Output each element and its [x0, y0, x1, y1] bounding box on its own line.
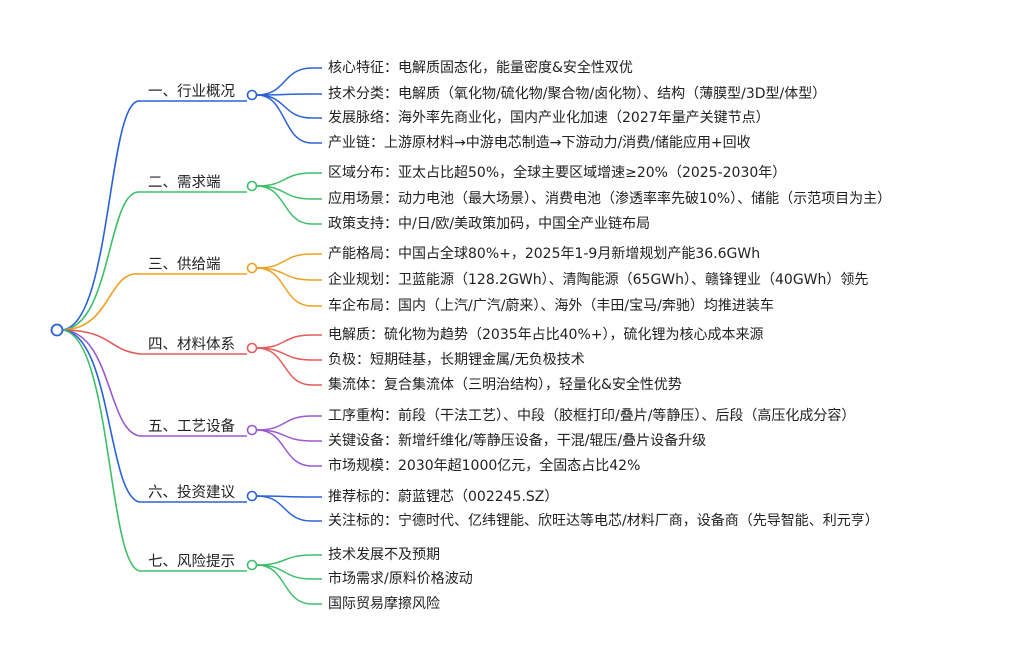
branch-node[interactable]: [246, 342, 258, 354]
child-node-label[interactable]: 产业链：上游原材料→中游电芯制造→下游动力/消费/储能应用+回收: [328, 135, 751, 151]
child-node-label[interactable]: 区域分布：亚太占比超50%，全球主要区域增速≥20%（2025-2030年）: [328, 165, 787, 181]
child-link: [256, 564, 322, 580]
branch-link: [60, 329, 247, 503]
branch-node-label[interactable]: 二、需求端: [148, 175, 221, 191]
child-node-label[interactable]: 应用场景：动力电池（最大场景）、消费电池（渗透率率先破10%）、储能（示范项目为…: [328, 191, 892, 207]
child-node-label[interactable]: 负极：短期硅基，长期锂金属/无负极技术: [328, 352, 585, 368]
child-node-label[interactable]: 企业规划：卫蓝能源（128.2GWh）、清陶能源（65GWh）、赣锋锂业（40G…: [328, 272, 869, 288]
child-node-label[interactable]: 市场需求/原料价格波动: [328, 571, 473, 587]
child-node-label[interactable]: 推荐标的：蔚蓝锂芯（002245.SZ）: [328, 489, 559, 505]
child-node-label[interactable]: 国际贸易摩擦风险: [328, 596, 440, 612]
branch-link: [60, 100, 247, 331]
child-link: [256, 429, 322, 467]
child-link: [256, 94, 322, 119]
child-node-label[interactable]: 核心特征：电解质固态化，能量密度&安全性双优: [328, 60, 633, 76]
child-node-label[interactable]: 工序重构：前段（干法工艺）、中段（胶框打印/叠片/等静压）、后段（高压化成分容）: [328, 408, 856, 424]
child-link: [256, 253, 322, 269]
child-link: [256, 185, 322, 225]
child-node-label[interactable]: 关注标的：宁德时代、亿纬锂能、欣旺达等电芯/材料厂商，设备商（先导智能、利元亨）: [328, 513, 879, 529]
child-link: [256, 172, 322, 187]
child-node-label[interactable]: 车企布局：国内（上汽/广汽/蔚来）、海外（丰田/宝马/奔驰）均推进装车: [328, 298, 774, 314]
child-node-label[interactable]: 技术分类：电解质（氧化物/硫化物/聚合物/卤化物）、结构（薄膜型/3D型/体型）: [328, 86, 827, 102]
child-link: [256, 347, 322, 386]
branch-node[interactable]: [246, 89, 258, 101]
branch-node-label[interactable]: 五、工艺设备: [148, 419, 235, 435]
branch-node-label[interactable]: 三、供给端: [148, 257, 221, 273]
branch-node[interactable]: [246, 490, 258, 502]
child-link: [256, 415, 322, 431]
child-node-label[interactable]: 关键设备：新增纤维化/等静压设备，干混/辊压/叠片设备升级: [328, 433, 707, 449]
child-link: [256, 334, 322, 349]
child-link: [256, 93, 322, 96]
child-node-label[interactable]: 政策支持：中/日/欧/美政策加码，中国全产业链布局: [328, 216, 651, 232]
root-node[interactable]: [50, 323, 64, 337]
branch-link: [60, 329, 247, 572]
branch-node-label[interactable]: 七、风险提示: [148, 554, 235, 570]
branch-link: [60, 191, 247, 331]
branch-node-label[interactable]: 四、材料体系: [148, 337, 235, 353]
child-link: [256, 564, 322, 605]
child-link: [256, 67, 322, 96]
child-node-label[interactable]: 集流体：复合集流体（三明治结构），轻量化&安全性优势: [328, 377, 682, 393]
branch-link: [60, 329, 247, 355]
branch-node[interactable]: [246, 262, 258, 274]
child-link: [256, 495, 322, 522]
child-link: [256, 495, 322, 498]
branch-node-label[interactable]: 六、投资建议: [148, 485, 235, 501]
branch-link: [60, 273, 247, 331]
child-link: [256, 429, 322, 442]
child-link: [256, 267, 322, 307]
child-node-label[interactable]: 技术发展不及预期: [328, 547, 440, 563]
child-node-label[interactable]: 产能格局：中国占全球80%+，2025年1-9月新增规划产能36.6GWh: [328, 246, 761, 262]
branch-node[interactable]: [246, 424, 258, 436]
child-link: [256, 94, 322, 144]
branch-node[interactable]: [246, 180, 258, 192]
branch-link: [60, 329, 247, 437]
branch-node-label[interactable]: 一、行业概况: [148, 84, 235, 100]
child-link: [256, 347, 322, 361]
child-link: [256, 554, 322, 566]
child-link: [256, 267, 322, 281]
branch-node[interactable]: [246, 559, 258, 571]
child-link: [256, 185, 322, 200]
child-node-label[interactable]: 电解质：硫化物为趋势（2035年占比40%+），硫化锂为核心成本来源: [328, 327, 764, 343]
child-node-label[interactable]: 发展脉络：海外率先商业化，国内产业化加速（2027年量产关键节点）: [328, 110, 770, 126]
child-node-label[interactable]: 市场规模：2030年超1000亿元，全固态占比42%: [328, 458, 641, 474]
